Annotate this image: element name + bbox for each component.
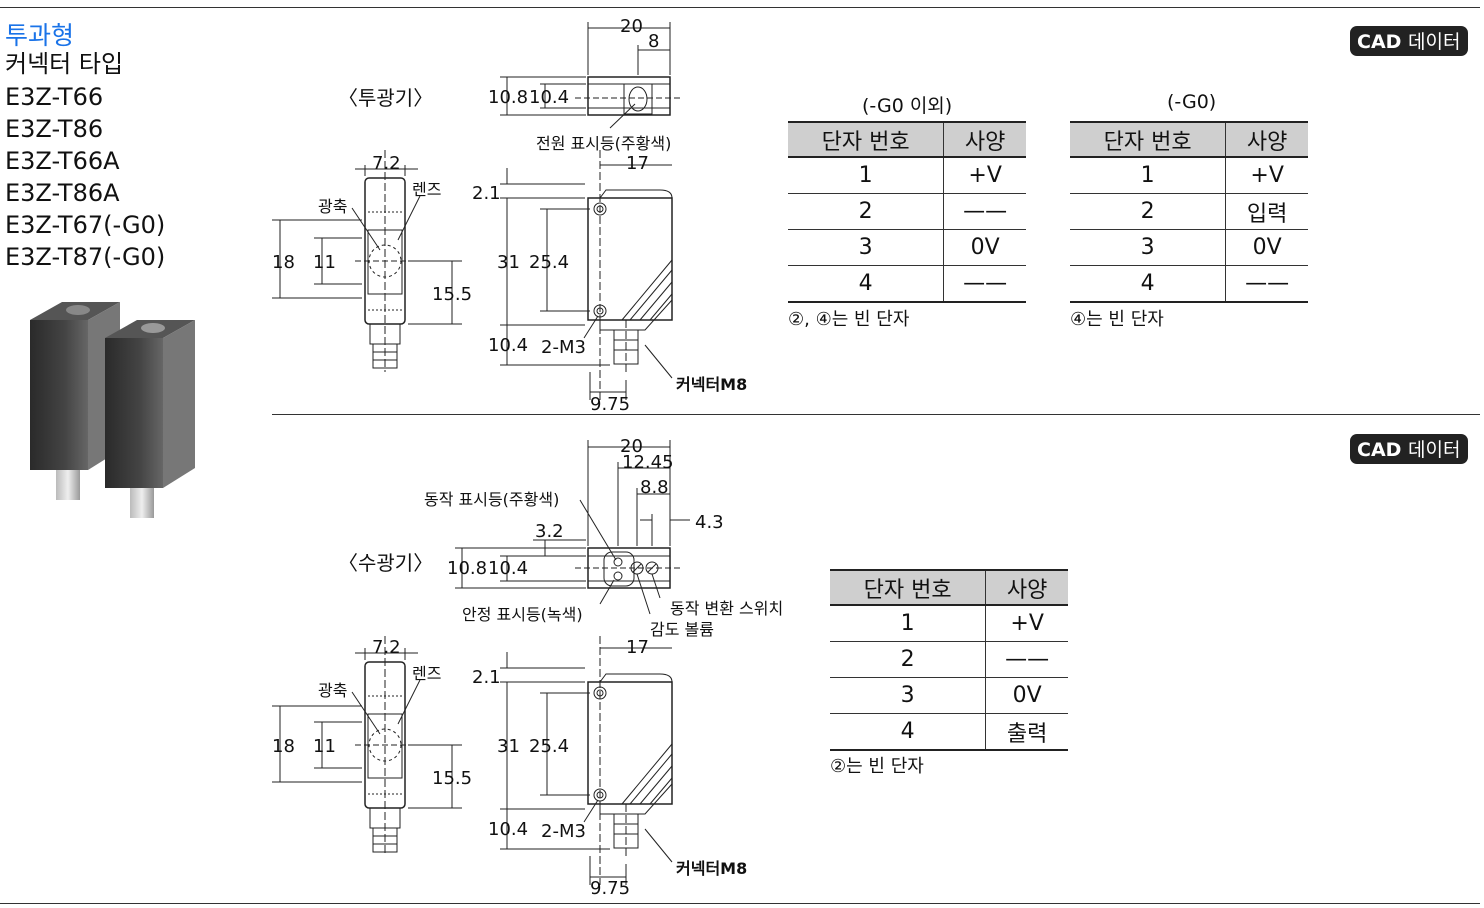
emitter-dim-11: 11 <box>313 252 336 273</box>
receiver-dim-3-2: 3.2 <box>535 521 564 542</box>
emitter-heading: 〈투광기〉 <box>338 86 434 110</box>
emitter-dim-17: 17 <box>626 153 649 174</box>
emitter-dim-8: 8 <box>648 31 660 52</box>
receiver-label-stability-indicator: 안정 표시등(녹색) <box>462 605 583 624</box>
table-g0-caption: (-G0) <box>1167 91 1217 113</box>
emitter-dim-7-2: 7.2 <box>372 153 401 174</box>
receiver-dim-18: 18 <box>272 736 295 757</box>
model-4: E3Z-T86A <box>5 179 120 207</box>
subtitle: 커넥터 타입 <box>5 50 124 78</box>
header-terminal-no: 단자 번호 <box>1070 121 1227 158</box>
emitter-dim-25-4: 25.4 <box>529 252 570 273</box>
receiver-table-note: ②는 빈 단자 <box>830 756 924 777</box>
bottom-rule <box>0 903 1480 904</box>
receiver-dim-20: 20 <box>620 436 643 457</box>
receiver-side-view <box>272 636 462 856</box>
header-spec: 사양 <box>1225 121 1308 158</box>
header-spec: 사양 <box>943 121 1026 158</box>
emitter-dim-9-75: 9.75 <box>590 394 631 415</box>
emitter-dim-10-4: 10.4 <box>529 87 570 108</box>
receiver-dim-4-3: 4.3 <box>695 512 724 533</box>
receiver-dim-8-8: 8.8 <box>640 477 669 498</box>
receiver-dim-12-45: 12.45 <box>622 452 674 473</box>
receiver-dim-2-m3: 2-M3 <box>541 821 586 842</box>
category-title: 투과형 <box>5 21 75 50</box>
receiver-label-connector: 커넥터M8 <box>676 859 748 878</box>
emitter-label-optical-axis: 광축 <box>318 197 348 216</box>
model-5: E3Z-T67(-G0) <box>5 211 166 239</box>
emitter-dim-10-8: 10.8 <box>488 87 529 108</box>
emitter-side-view <box>272 150 462 372</box>
table-row: 2—— <box>830 641 1068 678</box>
table-row: 1+V <box>830 605 1068 642</box>
table-row: 4—— <box>788 265 1026 303</box>
table-row: 2—— <box>788 193 1026 230</box>
receiver-label-sensitivity: 감도 볼륨 <box>650 620 714 639</box>
table-row: 1+V <box>788 157 1026 194</box>
receiver-label-optical-axis: 광축 <box>318 681 348 700</box>
receiver-dim-2-1: 2.1 <box>472 667 501 688</box>
emitter-dim-20: 20 <box>620 16 643 37</box>
top-rule <box>0 7 1480 8</box>
middle-rule <box>272 414 1480 415</box>
model-1: E3Z-T66 <box>5 83 104 111</box>
emitter-dim-15-5: 15.5 <box>432 284 473 305</box>
cad-data-badge-emitter[interactable]: CAD 데이터 <box>1350 26 1468 56</box>
table-g0-other-caption: (-G0 이외) <box>862 95 953 117</box>
receiver-dim-25-4: 25.4 <box>529 736 570 757</box>
receiver-top-view <box>455 440 690 615</box>
receiver-dim-9-75: 9.75 <box>590 878 631 899</box>
receiver-dim-10-4: 10.4 <box>488 558 529 579</box>
receiver-dim-17: 17 <box>626 637 649 658</box>
emitter-top-view <box>500 22 680 129</box>
emitter-dim-2-1: 2.1 <box>472 183 501 204</box>
model-6: E3Z-T87(-G0) <box>5 243 166 271</box>
emitter-label-power-indicator: 전원 표시등(주황색) <box>536 134 672 153</box>
receiver-label-mode-switch: 동작 변환 스위치 <box>670 599 784 618</box>
receiver-dim-11: 11 <box>313 736 336 757</box>
product-photo <box>30 302 195 518</box>
receiver-dim-31: 31 <box>497 736 520 757</box>
emitter-label-lens: 렌즈 <box>412 180 442 199</box>
header-spec: 사양 <box>985 569 1068 606</box>
header-terminal-no: 단자 번호 <box>788 121 945 158</box>
table-row: 1+V <box>1070 157 1308 194</box>
emitter-dim-10-4-bottom: 10.4 <box>488 335 529 356</box>
receiver-front-view <box>500 636 673 885</box>
model-3: E3Z-T66A <box>5 147 120 175</box>
receiver-dim-10-8: 10.8 <box>447 558 488 579</box>
emitter-label-connector: 커넥터M8 <box>676 375 748 394</box>
table-g0-note: ④는 빈 단자 <box>1070 309 1164 330</box>
model-2: E3Z-T86 <box>5 115 104 143</box>
emitter-dim-31: 31 <box>497 252 520 273</box>
receiver-dim-7-2: 7.2 <box>372 637 401 658</box>
receiver-dim-10-4-bottom: 10.4 <box>488 819 529 840</box>
receiver-label-operation-indicator: 동작 표시등(주황색) <box>424 490 560 509</box>
sensor-receiver-photo <box>105 320 195 518</box>
receiver-heading: 〈수광기〉 <box>338 551 434 575</box>
table-row: 4—— <box>1070 265 1308 303</box>
header-terminal-no: 단자 번호 <box>830 569 987 606</box>
cad-data-badge-receiver[interactable]: CAD 데이터 <box>1350 434 1468 464</box>
emitter-dim-2-m3: 2-M3 <box>541 337 586 358</box>
receiver-label-lens: 렌즈 <box>412 664 442 683</box>
emitter-front-view <box>500 150 673 400</box>
table-g0-other-note: ②, ④는 빈 단자 <box>788 309 910 330</box>
emitter-dim-18: 18 <box>272 252 295 273</box>
receiver-dim-15-5: 15.5 <box>432 768 473 789</box>
